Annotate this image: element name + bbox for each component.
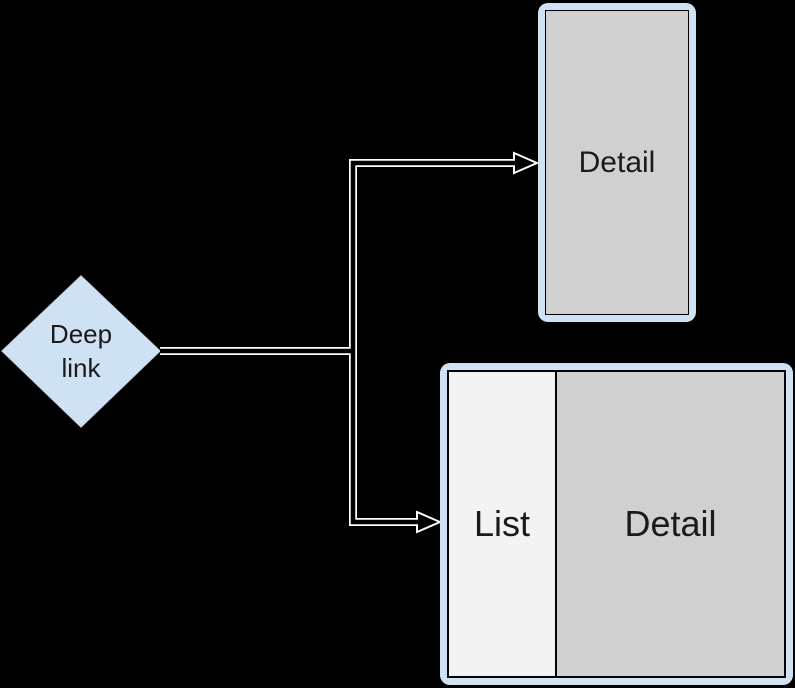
list-detail-detail-pane-label: Detail (557, 372, 784, 676)
detail-screen-surface: Detail (545, 10, 689, 315)
connector-bottom-branch-inner (350, 351, 422, 525)
deep-link-diamond (0, 274, 162, 429)
connector-top-branch-inner (350, 160, 519, 351)
list-detail-screen-surface: List Detail (447, 370, 786, 678)
detail-pane-label: Detail (546, 11, 688, 314)
connector-bottom-branch-casing (349, 351, 417, 526)
connector-top-branch-casing (349, 159, 514, 351)
detail-screen-frame: Detail (538, 3, 696, 322)
list-detail-screen-frame: List Detail (440, 363, 793, 685)
connector-inner (160, 160, 519, 525)
list-pane-label: List (449, 372, 557, 676)
deep-link-label: Deep link (49, 319, 113, 383)
